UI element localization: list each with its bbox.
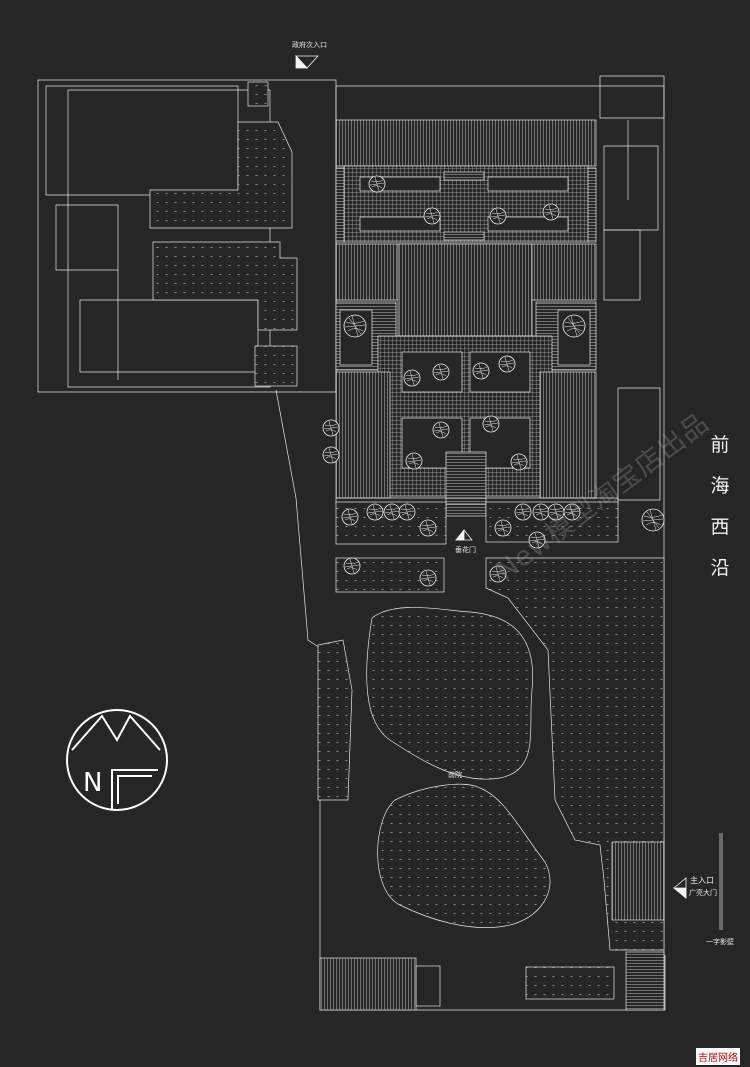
- secondary-entrance-label: 政府次入口: [292, 41, 327, 49]
- west-garden-1: [149, 121, 293, 229]
- secondary-entrance-icon: [295, 54, 319, 69]
- north-arrow-icon: [66, 709, 168, 811]
- front-court-label: 前院: [448, 771, 462, 779]
- main-entrance-label: 主入口: [690, 876, 714, 885]
- credit-badge: 吉居网络: [696, 1048, 740, 1065]
- north-letter: N: [83, 768, 103, 798]
- hanging-flower-gate-label: 垂花门: [455, 546, 476, 554]
- street-char-2: 海: [710, 475, 730, 497]
- main-entrance-icon: [672, 877, 687, 899]
- main-gate: [611, 841, 665, 921]
- screen-wall-label: 一字影壁: [706, 938, 734, 946]
- front-court-lawn-north: [366, 607, 534, 780]
- street-char-1: 前: [710, 434, 730, 456]
- main-gate-label: 广亮大门: [689, 889, 717, 897]
- hanging-gate-entrance-icon: [455, 528, 473, 541]
- main-hall: [397, 243, 533, 337]
- street-char-4: 沿: [710, 557, 730, 579]
- street-name: 前 海 西 沿: [708, 430, 732, 580]
- front-court-lawn-south: [377, 783, 551, 928]
- west-garden-2: [152, 241, 298, 331]
- street-char-3: 西: [710, 516, 730, 538]
- west-boundary: [37, 79, 337, 393]
- rear-building: [335, 119, 597, 167]
